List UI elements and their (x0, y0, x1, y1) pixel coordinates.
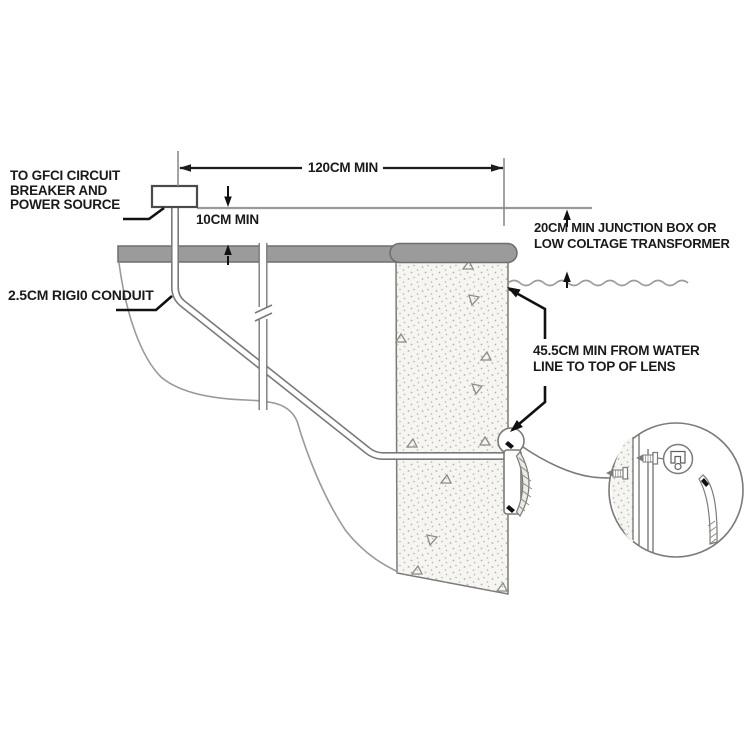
lens-dim-label: 45.5CM MIN FROM WATER LINE TO TOP OF LEN… (533, 343, 700, 375)
conduit-label: 2.5CM RIGI0 CONDUIT (8, 287, 154, 303)
gfci-label: TO GFCI CIRCUIT BREAKER AND POWER SOURCE (10, 168, 121, 213)
detail-screw-right (636, 451, 659, 465)
gfci-label-line3: POWER SOURCE (10, 197, 121, 212)
pool-deck (117, 242, 518, 264)
coping-bullnose (389, 242, 518, 264)
leader-lens-dim (507, 287, 547, 432)
concrete-wall (394, 255, 509, 595)
arrow-up-icon (224, 244, 232, 255)
leader-gfci (123, 206, 165, 221)
arrow-up-left-icon (507, 287, 521, 298)
ground-profile-line (118, 262, 399, 573)
junction-box-label-line2: LOW COLTAGE TRANSFORMER (534, 235, 730, 251)
junction-box-label: 20CM MIN JUNCTION BOX OR LOW COLTAGE TRA… (534, 220, 730, 251)
arrow-right-icon (491, 164, 503, 172)
aggregate-triangle-icons (394, 259, 509, 592)
arrow-up-icon (563, 271, 571, 282)
detail-screw-left (606, 466, 629, 480)
dim-20 (563, 209, 571, 288)
detail-lens-edge (698, 474, 718, 545)
break-symbol-icon (254, 304, 273, 322)
water-line (507, 279, 689, 287)
gfci-label-line2: BREAKER AND (10, 182, 108, 198)
junction-box (150, 184, 199, 209)
arrow-down-left-icon (510, 420, 523, 432)
arrow-up-icon (563, 209, 571, 220)
dim-10 (224, 186, 232, 265)
pipe-break (254, 243, 273, 410)
lens-dim-label-line1: 45.5CM MIN FROM WATER (533, 343, 700, 358)
lens-dim-label-line2: LINE TO TOP OF LENS (533, 359, 676, 374)
arrow-left-icon (179, 164, 191, 172)
dim-10-label: 10CM MIN (196, 212, 259, 227)
leader-conduit (116, 295, 173, 312)
detail-clamp (662, 443, 694, 475)
junction-box-label-line1: 20CM MIN JUNCTION BOX OR (534, 220, 717, 235)
dim-120 (177, 151, 505, 226)
fixture-tick-top (505, 441, 514, 449)
conduit-pipe (171, 205, 504, 460)
fixture-cable (522, 446, 612, 479)
pool-light-fixture (497, 427, 533, 518)
gfci-label-line1: TO GFCI CIRCUIT (10, 168, 120, 183)
detail-mounting-plates (632, 434, 654, 553)
dim-120-label: 120CM MIN (307, 160, 379, 175)
arrow-down-icon (224, 196, 232, 207)
lens-hatching (518, 457, 533, 512)
fixture-tick-bottom (506, 505, 515, 513)
detail-circle (606, 422, 744, 558)
